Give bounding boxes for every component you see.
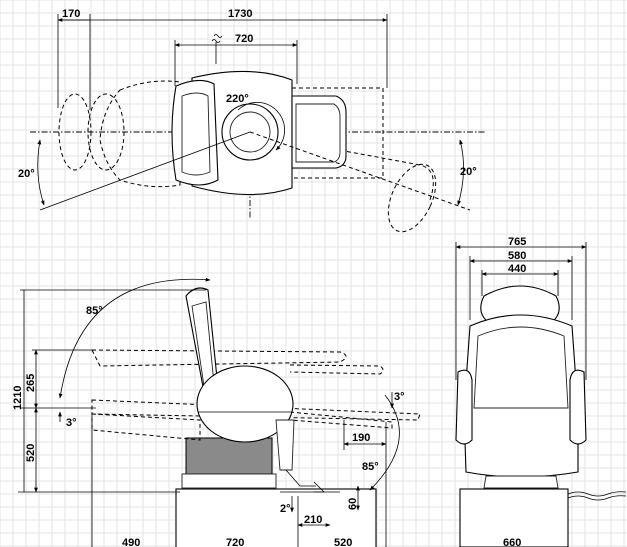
side-base-length-label: 720 <box>226 537 244 547</box>
side-floor-platform <box>175 488 377 547</box>
side-head-tilt-label: 3° <box>394 391 405 403</box>
wavy-cable-icon <box>211 34 223 64</box>
side-lift-label: 265 <box>25 374 37 392</box>
rotated-chair-outline-left <box>99 80 181 188</box>
front-armrest-right <box>569 369 587 445</box>
top-rotation-label: 220° <box>226 93 249 105</box>
back-angle-arc <box>58 277 211 399</box>
flat-footrest-outline <box>289 411 393 429</box>
side-foot-lever <box>285 469 316 487</box>
reclined-backrest-outline <box>91 349 347 367</box>
top-offset-label: 170 <box>62 8 80 20</box>
tilt-arc-right <box>457 139 464 206</box>
top-tilt-left-label: 20° <box>18 168 35 180</box>
front-base-top <box>483 475 559 489</box>
front-armrest-left <box>455 369 473 445</box>
front-outer-width-label: 765 <box>508 236 526 248</box>
front-floor-platform <box>459 488 569 547</box>
flat-recline-outline <box>91 399 421 421</box>
side-leg-extension-label: 190 <box>352 432 370 444</box>
tilt-arc-left <box>37 139 45 206</box>
side-foot-tilt-label: 3° <box>66 417 77 429</box>
side-base-cylinder <box>185 437 273 475</box>
top-legrest-cushion <box>295 103 341 163</box>
reclined-footrest-outline <box>289 364 384 375</box>
front-base-width-label: 660 <box>503 537 521 547</box>
foot-swing-arc <box>369 394 400 491</box>
rotated-back-left <box>87 93 125 171</box>
side-front-length-label: 520 <box>334 537 352 547</box>
side-seat-body <box>196 365 294 443</box>
rotation-arc <box>237 102 285 151</box>
rotated-footrest-right <box>387 163 437 233</box>
wavy-cable-icon-front <box>567 491 627 497</box>
side-floor-clearance-label: 60 <box>347 498 359 510</box>
top-backrest-cushion <box>181 92 211 176</box>
side-view: 85° 3° 3° 85° 190 1210 265 520 2° 60 210 <box>12 277 421 547</box>
side-base-plate <box>181 473 277 489</box>
side-foot-angle-label: 85° <box>362 461 379 473</box>
side-base-offset-label: 210 <box>304 514 322 526</box>
wavy-cable-icon-front-2 <box>567 495 627 501</box>
top-overall-width-label: 1730 <box>228 8 252 20</box>
front-view: 765 580 440 660 <box>455 236 627 547</box>
front-inner-width-label: 440 <box>508 263 526 275</box>
front-backrest-cushion <box>473 326 569 409</box>
break-symbol-icon <box>313 481 325 493</box>
side-leg-support <box>275 419 295 471</box>
top-seat-width-label: 720 <box>235 33 253 45</box>
side-rear-length-label: 490 <box>122 537 140 547</box>
tilt-line-right <box>249 131 471 211</box>
side-total-height-label: 1210 <box>12 386 24 410</box>
front-middle-width-label: 580 <box>508 250 526 262</box>
side-back-angle-label: 85° <box>86 305 103 317</box>
side-seat-height-label: 520 <box>25 444 37 462</box>
side-floor-tilt-label: 2° <box>280 503 291 515</box>
rotated-headrest-left <box>58 93 92 171</box>
flat-recline-body-outline <box>91 413 201 441</box>
top-tilt-right-label: 20° <box>460 166 477 178</box>
top-view: 220° 20° 20° 1730 170 720 <box>18 8 485 233</box>
tilt-line-left <box>39 131 251 211</box>
